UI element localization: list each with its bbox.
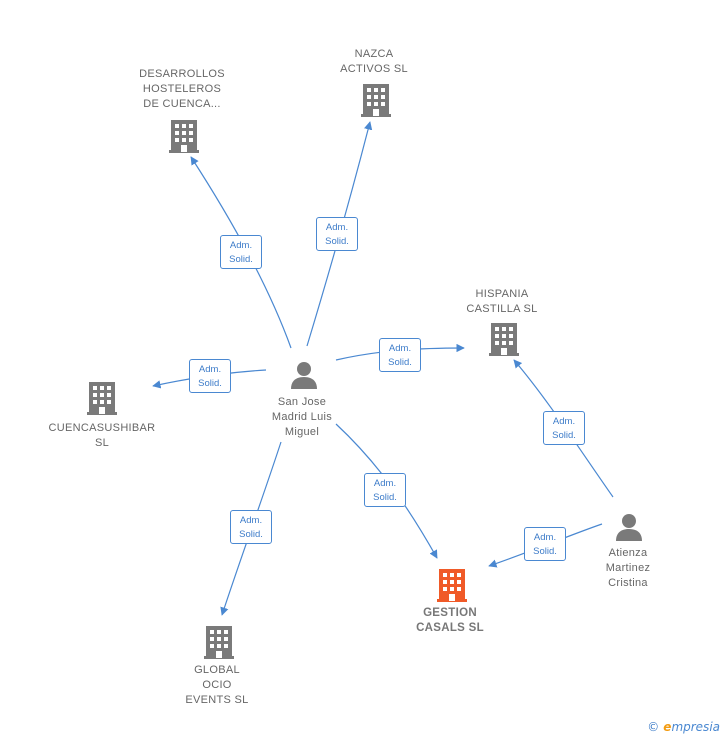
relation-badge-line2: Solid. bbox=[552, 430, 576, 441]
relation-badge[interactable]: Adm. Solid. bbox=[524, 527, 566, 561]
building-icon[interactable] bbox=[360, 82, 392, 118]
person-label-sanjose[interactable]: San Jose Madrid Luis Miguel bbox=[271, 396, 333, 438]
relation-badge-line2: Solid. bbox=[373, 492, 397, 503]
copyright-icon: © bbox=[647, 720, 660, 734]
relation-badge-line2: Solid. bbox=[325, 236, 349, 247]
building-icon[interactable] bbox=[488, 321, 520, 357]
person-icon[interactable] bbox=[288, 359, 320, 391]
company-label-desarrollos[interactable]: DESARROLLOS HOSTELEROS DE CUENCA... bbox=[139, 68, 225, 110]
brand-logo: empresia bbox=[663, 720, 720, 734]
relation-badge[interactable]: Adm. Solid. bbox=[220, 235, 262, 269]
relation-badge-line1: Adm. bbox=[552, 416, 576, 427]
building-icon[interactable] bbox=[168, 118, 200, 154]
relation-badge[interactable]: Adm. Solid. bbox=[316, 217, 358, 251]
person-label-atienza[interactable]: Atienza Martinez Cristina bbox=[605, 547, 651, 589]
relation-badge-line1: Adm. bbox=[533, 532, 557, 543]
relation-badge-line1: Adm. bbox=[388, 343, 412, 354]
relation-badge[interactable]: Adm. Solid. bbox=[189, 359, 231, 393]
relation-badge-line2: Solid. bbox=[229, 254, 253, 265]
relation-badge-line2: Solid. bbox=[239, 529, 263, 540]
person-icon[interactable] bbox=[613, 511, 645, 543]
relation-badge[interactable]: Adm. Solid. bbox=[230, 510, 272, 544]
company-label-nazca[interactable]: NAZCA ACTIVOS SL bbox=[340, 48, 408, 75]
relation-badge-line2: Solid. bbox=[198, 378, 222, 389]
company-label-global[interactable]: GLOBAL OCIO EVENTS SL bbox=[185, 664, 249, 706]
company-label-hispania[interactable]: HISPANIA CASTILLA SL bbox=[466, 288, 538, 315]
relation-badge-line1: Adm. bbox=[325, 222, 349, 233]
relation-badge-line1: Adm. bbox=[373, 478, 397, 489]
relation-badge[interactable]: Adm. Solid. bbox=[543, 411, 585, 445]
building-icon[interactable] bbox=[203, 624, 235, 660]
relation-badge-line2: Solid. bbox=[533, 546, 557, 557]
company-label-cuencasushibar[interactable]: CUENCASUSHIBAR SL bbox=[48, 422, 156, 449]
company-label-gestion[interactable]: GESTION CASALS SL bbox=[416, 607, 484, 634]
relation-badge[interactable]: Adm. Solid. bbox=[379, 338, 421, 372]
relation-badge-line2: Solid. bbox=[388, 357, 412, 368]
footer-brand[interactable]: ©empresia bbox=[647, 720, 720, 734]
relation-badge[interactable]: Adm. Solid. bbox=[364, 473, 406, 507]
building-icon[interactable] bbox=[86, 380, 118, 416]
building-icon[interactable] bbox=[436, 567, 468, 603]
relation-badge-line1: Adm. bbox=[229, 240, 253, 251]
relation-badge-line1: Adm. bbox=[198, 364, 222, 375]
relation-badge-line1: Adm. bbox=[239, 515, 263, 526]
